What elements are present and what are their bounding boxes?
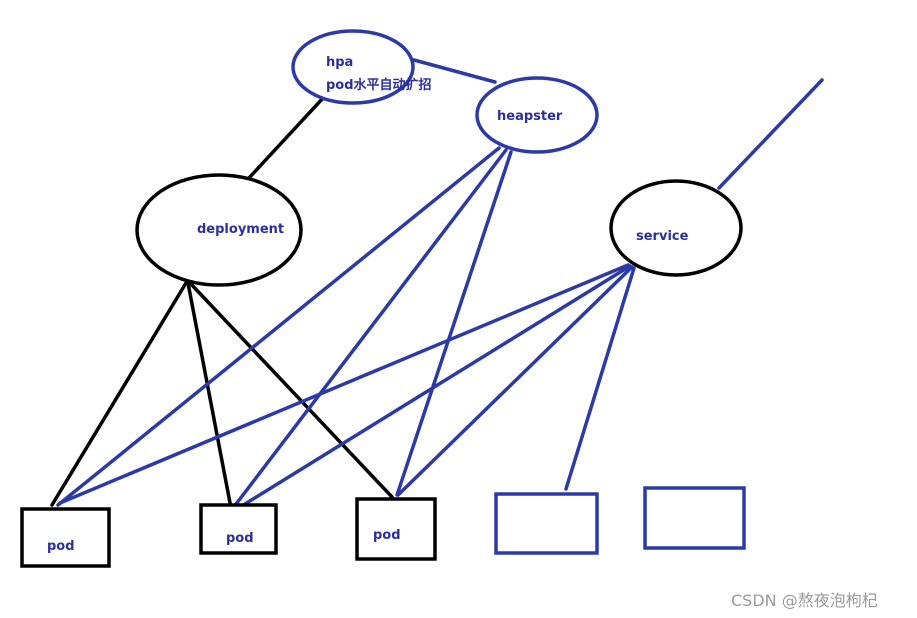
service-node: service (609, 179, 743, 277)
pod-box-3: pod (355, 497, 437, 561)
line-service-pod1 (58, 263, 630, 505)
empty-box-1 (494, 492, 599, 555)
line-service-box4 (564, 266, 636, 491)
hpa-title: hpa (326, 55, 353, 70)
line-deployment-pod3 (188, 281, 394, 499)
service-label: service (636, 229, 689, 244)
pod-box-2: pod (199, 503, 278, 555)
line-heapster-pod2 (228, 148, 508, 514)
line-heapster-pod1 (56, 146, 501, 507)
empty-box-2 (643, 486, 746, 550)
black-connectors (50, 95, 394, 510)
watermark: CSDN @熬夜泡枸杞 (731, 591, 878, 610)
deployment-label: deployment (197, 222, 284, 237)
line-deployment-pod1 (50, 281, 188, 507)
deployment-node: deployment (135, 173, 303, 287)
line-service-external (717, 78, 824, 190)
pod-3-label: pod (373, 528, 401, 543)
blue-connectors (56, 58, 824, 514)
pod-1-label: pod (47, 539, 75, 554)
line-deployment-pod2 (186, 281, 233, 510)
pod-box-1: pod (20, 507, 111, 568)
line-heapster-pod3 (395, 150, 513, 497)
line-service-pod2 (230, 264, 632, 514)
line-service-pod3 (396, 265, 634, 497)
hpa-node: hpa pod水平自动扩招 (291, 29, 432, 105)
hpa-subtitle: pod水平自动扩招 (326, 77, 432, 93)
heapster-label: heapster (497, 109, 563, 124)
heapster-node: heapster (475, 76, 599, 154)
line-hpa-deployment (247, 95, 326, 180)
pod-2-label: pod (226, 531, 254, 546)
line-hpa-heapster (412, 58, 497, 84)
